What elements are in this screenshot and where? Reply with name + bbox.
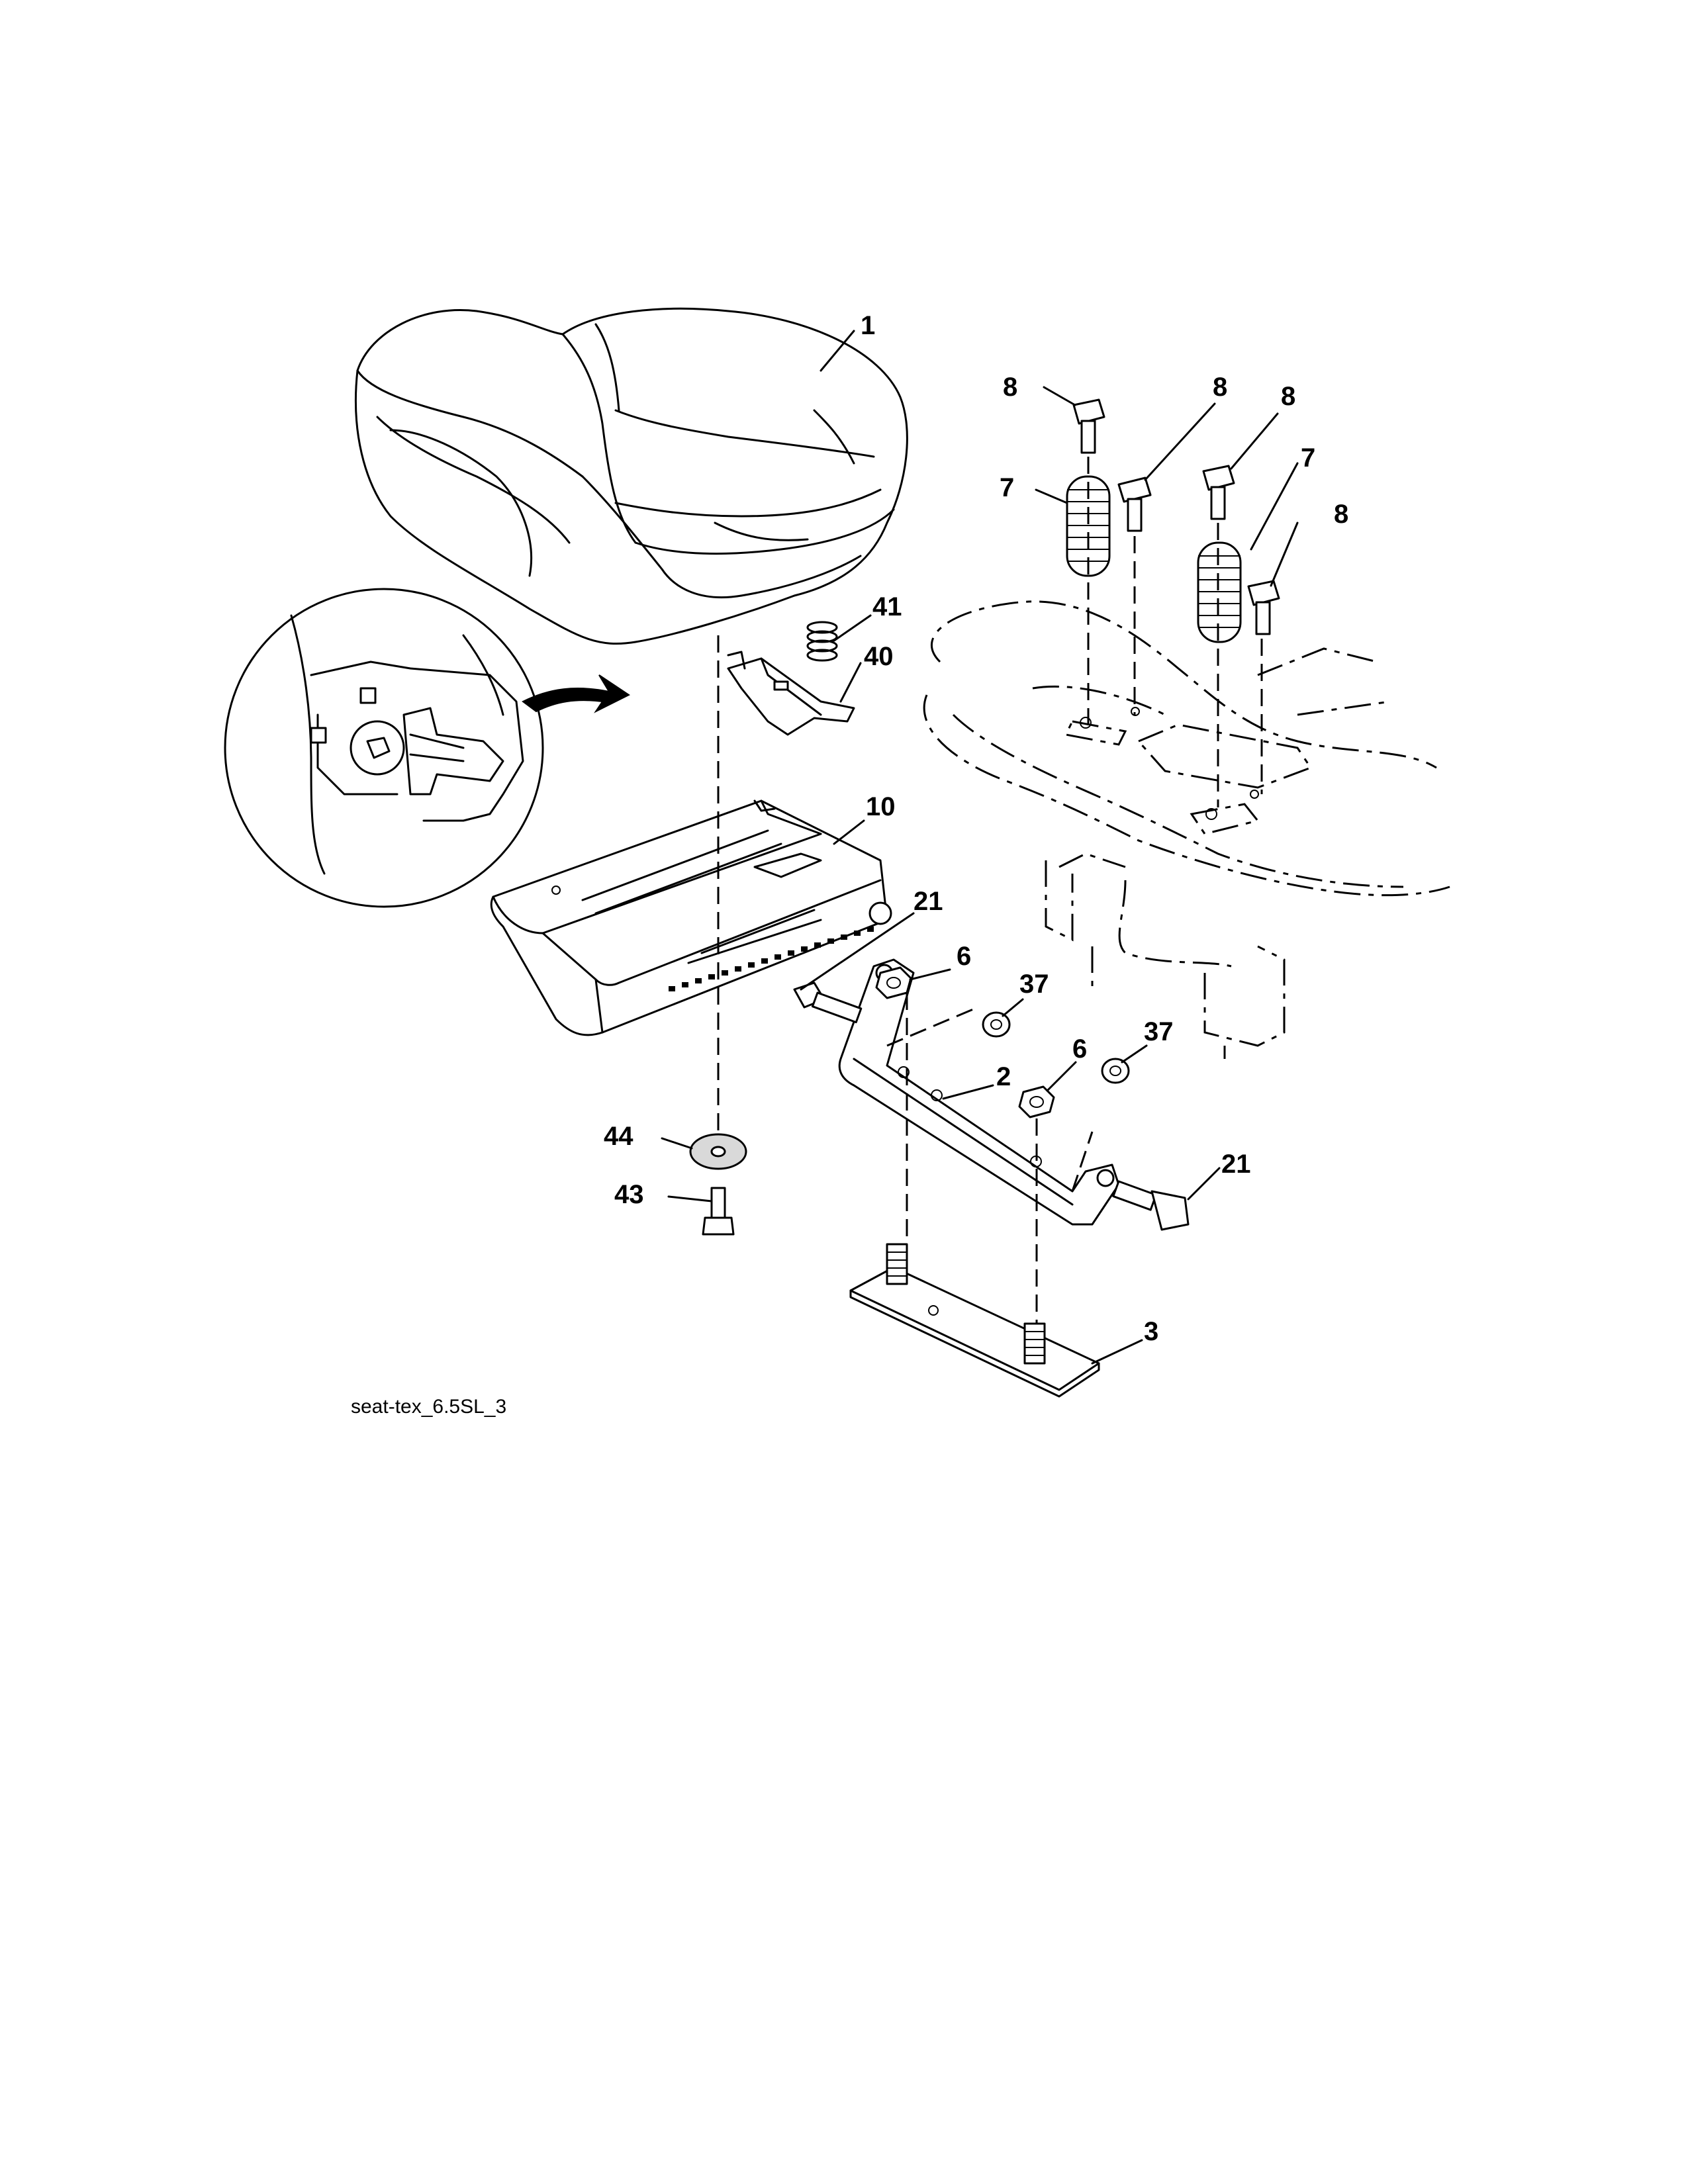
callout-40: 40: [864, 642, 894, 671]
spring-right: [1197, 541, 1242, 643]
callout-43: 43: [614, 1180, 644, 1209]
callout-1: 1: [861, 311, 875, 340]
callout-6-lower: 6: [1072, 1034, 1087, 1064]
seat-spring: [806, 621, 838, 662]
alignment-lines: [717, 457, 1263, 1324]
nut-6b: [1018, 1085, 1055, 1118]
nut-37a: [982, 1011, 1011, 1038]
bolt-8d: [1247, 580, 1280, 635]
callout-labels: 1 8 8 8 8 7 7 41 40 10 21 6 37 6 37 2 44…: [604, 311, 1348, 1346]
seat-pan: [490, 799, 892, 1036]
shoulder-bolt-21a: [793, 981, 863, 1024]
switch-bracket: [727, 651, 855, 736]
seat: [354, 307, 908, 645]
detail-inset-circle: [224, 588, 630, 908]
callout-21-lower: 21: [1221, 1150, 1251, 1179]
nut-6a: [875, 966, 912, 999]
callout-44: 44: [604, 1122, 633, 1151]
callout-3: 3: [1144, 1317, 1158, 1346]
callout-6-upper: 6: [957, 942, 971, 971]
callout-8-top-center: 8: [1213, 373, 1227, 402]
callout-8-right: 8: [1334, 500, 1348, 529]
bolt-8b: [1117, 477, 1152, 532]
shoulder-bolt-21b: [1112, 1180, 1190, 1231]
callout-8-top-right: 8: [1281, 382, 1295, 411]
callout-7-right: 7: [1301, 443, 1315, 473]
callout-37-lower: 37: [1144, 1017, 1174, 1046]
callout-21-upper: 21: [914, 887, 943, 916]
bolt-8c: [1202, 465, 1235, 520]
callout-2: 2: [996, 1062, 1011, 1091]
washer-44: [689, 1133, 747, 1170]
adjust-slots: [669, 927, 874, 991]
chassis-outline: [923, 600, 1450, 1059]
stud-plate: [849, 1243, 1100, 1398]
callout-10: 10: [866, 792, 896, 821]
leader-lines: [661, 330, 1299, 1365]
callout-8-top-left: 8: [1003, 373, 1017, 402]
callout-7-left: 7: [1000, 473, 1014, 502]
bolt-43: [702, 1187, 735, 1236]
mount-bracket: [838, 958, 1120, 1226]
bolt-8a: [1072, 398, 1105, 454]
callout-41: 41: [872, 592, 902, 621]
callout-37-upper: 37: [1019, 970, 1049, 999]
diagram-caption: seat-tex_6.5SL_3: [351, 1396, 506, 1418]
nut-37b: [1101, 1058, 1130, 1084]
